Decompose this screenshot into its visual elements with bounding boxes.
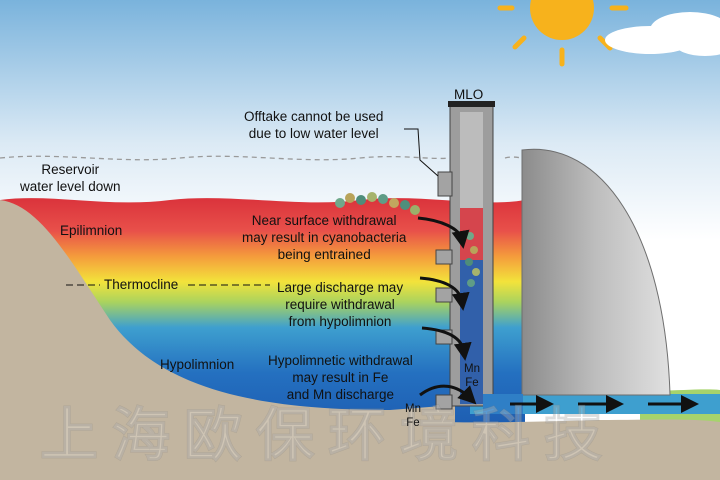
hypolimnetic-label: Hypolimnetic withdrawal may result in Fe… bbox=[268, 353, 413, 402]
left-bank bbox=[0, 200, 455, 480]
outlet-pipe bbox=[483, 394, 523, 414]
mn-fe-lower-label: Mn Fe bbox=[405, 403, 421, 429]
sun-icon bbox=[497, 0, 629, 67]
hypolimnion-label: Hypolimnion bbox=[160, 357, 235, 372]
offtake-leader bbox=[404, 128, 439, 177]
dam-wall bbox=[521, 148, 671, 396]
watermark: 上海欧保环境科技 bbox=[39, 401, 617, 470]
original-water-level bbox=[0, 155, 451, 161]
epilimnion-label: Epilimnion bbox=[60, 223, 123, 238]
mlo-label: MLO bbox=[454, 87, 484, 102]
near-surface-label: Near surface withdrawal may result in cy… bbox=[242, 213, 407, 262]
reservoir-level-label: Reservoir water level down bbox=[20, 162, 121, 194]
cloud-icon bbox=[605, 12, 720, 56]
large-discharge-label: Large discharge may require withdrawal f… bbox=[277, 280, 404, 329]
mn-fe-upper-label: Mn Fe bbox=[464, 363, 480, 389]
reservoir-floor bbox=[380, 418, 720, 480]
flow-arrows bbox=[417, 216, 699, 413]
offtake-label: Offtake cannot be used due to low water … bbox=[244, 109, 384, 141]
thermocline-label: Thermocline bbox=[104, 277, 179, 292]
cyanobacteria-icon bbox=[335, 192, 480, 287]
